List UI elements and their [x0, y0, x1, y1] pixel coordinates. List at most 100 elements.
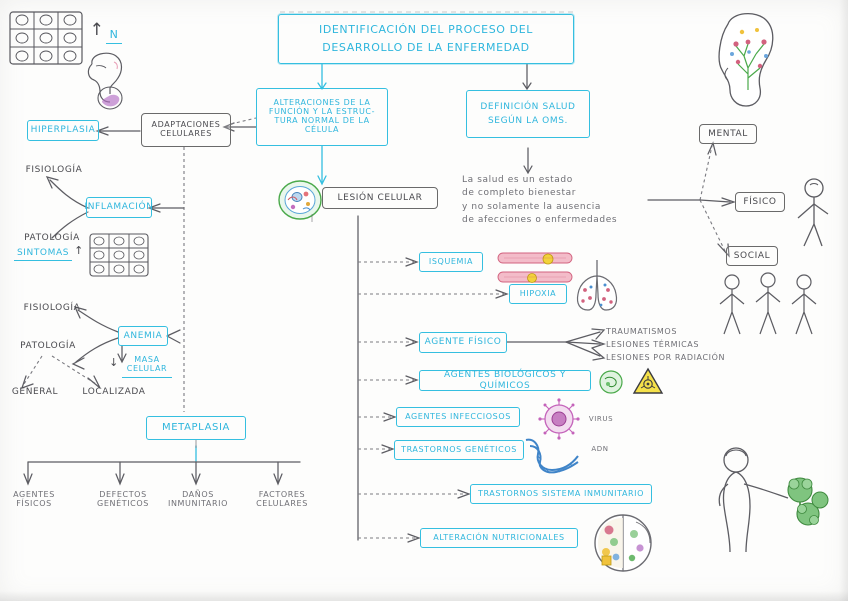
tissue-grid-cells-2-icon	[89, 233, 149, 277]
metaplasia-cause-1: DEFECTOS GENÉTICOS	[92, 487, 154, 513]
label-fisiologia-2: FISIOLOGÍA	[18, 301, 86, 315]
n-text: N	[109, 28, 119, 42]
paper-edge-right	[839, 0, 848, 601]
virus-text: VIRUS	[588, 415, 614, 424]
label-lesiones-termicas: LESIONES TÉRMICAS	[606, 339, 724, 352]
node-lesion-celular: LESIÓN CELULAR	[322, 187, 438, 209]
isquemia-label: ISQUEMIA	[428, 256, 474, 266]
alteracion-nutricional-label: ALTERACIÓN NUTRICIONALES	[433, 532, 565, 542]
adaptaciones-line-2: CELULARES	[160, 129, 212, 138]
node-social: SOCIAL	[726, 246, 778, 266]
agente-fisico-label: AGENTE FÍSICO	[424, 337, 502, 348]
oms-text-line-2: de completo bienestar	[462, 188, 577, 199]
localizada-text: LOCALIZADA	[82, 386, 146, 397]
node-definicion-salud-oms: DEFINICIÓN SALUD SEGÚN LA OMS.	[466, 90, 590, 138]
sintomas-text: SINTOMAS	[16, 247, 70, 258]
metaplasia-label: METAPLASIA	[162, 422, 230, 434]
sintomas-up-arrow-icon: ↑	[74, 243, 84, 257]
patologia-2-text: PATOLOGÍA	[20, 340, 76, 351]
cell-nutrition-icon	[594, 514, 652, 572]
person-broccoli-icon	[718, 447, 829, 553]
trastornos-geneticos-label: TRASTORNOS GENÉTICOS	[401, 444, 517, 454]
metaplasia-cause-0: AGENTES FÍSICOS	[4, 487, 64, 513]
cause-2-line-2: INMUNITARIO	[168, 499, 228, 508]
cause-2-line-1: DAÑOS	[182, 490, 214, 500]
definicion-salud-line-1: DEFINICIÓN SALUD	[480, 101, 576, 112]
label-fisiologia-1: FISIOLOGÍA	[20, 163, 88, 177]
fisiologia-2-text: FISIOLOGÍA	[23, 302, 81, 313]
stick-figure-icon	[797, 178, 829, 247]
cell-organelles-icon	[278, 180, 322, 220]
label-n: N	[106, 28, 122, 44]
traumatismos-text: TRAUMATISMOS	[606, 327, 678, 337]
alteraciones-line-2: FUNCIÓN Y LA ESTRUC-	[268, 107, 376, 117]
node-trastornos-sistema-inmunitario: TRASTORNOS SISTEMA INMUNITARIO	[470, 484, 652, 504]
cause-3-line-2: CELULARES	[256, 499, 308, 508]
n-up-arrow-icon: ↑	[89, 20, 105, 41]
label-traumatismos: TRAUMATISMOS	[606, 326, 702, 339]
page-title: IDENTIFICACIÓN DEL PROCESO DEL DESARROLL…	[278, 14, 574, 64]
patologia-1-text: PATOLOGÍA	[24, 232, 80, 243]
masa-celular-down-arrow-icon: ↓	[109, 355, 119, 369]
stick-figure-group-icon	[719, 272, 817, 335]
node-hipoxia: HIPOXIA	[509, 284, 567, 304]
lesiones-radiacion-text: LESIONES POR RADIACIÓN	[606, 353, 726, 363]
trastornos-inmunitario-label: TRASTORNOS SISTEMA INMUNITARIO	[477, 488, 645, 498]
node-metaplasia: METAPLASIA	[146, 416, 246, 440]
cause-3-line-1: FACTORES	[258, 490, 306, 500]
mental-label: MENTAL	[708, 128, 748, 139]
masa-celular-line-1: MASA	[134, 354, 160, 364]
label-general: GENERAL	[6, 385, 64, 399]
adaptaciones-line-1: ADAPTACIONES	[151, 120, 221, 130]
tissue-grid-cells-icon	[9, 11, 83, 65]
biohazard-sign-icon	[632, 367, 664, 394]
masa-celular-line-2: CELULAR	[126, 363, 168, 373]
lungs-icon	[576, 260, 618, 311]
adn-text: ADN	[591, 445, 609, 454]
node-alteraciones-funcion-estructura: ALTERACIONES DE LA FUNCIÓN Y LA ESTRUC- …	[256, 88, 388, 146]
label-patologia-2: PATOLOGÍA	[14, 339, 82, 353]
label-virus: VIRUS	[586, 414, 616, 426]
cause-0-line-1: AGENTES	[13, 490, 55, 500]
agentes-bioquim-label: AGENTES BIOLÓGICOS Y QUÍMICOS	[444, 370, 566, 391]
node-alteracion-nutricionales: ALTERACIÓN NUTRICIONALES	[420, 528, 578, 548]
lesiones-termicas-text: LESIONES TÉRMICAS	[606, 340, 700, 350]
head-neck-figure-icon	[87, 52, 123, 110]
head-neurons-icon	[718, 13, 774, 107]
label-adn: ADN	[587, 444, 613, 456]
label-patologia-1: PATOLOGÍA	[18, 231, 86, 245]
alteraciones-line-1: ALTERACIONES DE LA	[273, 98, 371, 108]
node-agentes-infecciosos: AGENTES INFECCIOSOS	[396, 407, 520, 427]
hipoxia-label: HIPOXIA	[519, 288, 557, 298]
node-agentes-biologicos-quimicos: AGENTES BIOLÓGICOS Y QUÍMICOS	[419, 370, 591, 391]
label-localizada: LOCALIZADA	[78, 385, 150, 399]
metaplasia-cause-2: DAÑOS INMUNITARIO	[164, 487, 232, 513]
node-fisico: FÍSICO	[735, 192, 785, 212]
cause-0-line-2: FÍSICOS	[16, 499, 52, 508]
hiperplasia-label: HIPERPLASIA	[30, 125, 96, 136]
bacteria-cell-icon	[599, 370, 623, 394]
node-isquemia: ISQUEMIA	[419, 252, 483, 272]
oms-text-line-4: de afecciones o enfermedades	[462, 214, 618, 225]
node-anemia: ANEMIA	[118, 326, 168, 346]
agentes-infecciosos-label: AGENTES INFECCIOSOS	[405, 411, 511, 421]
metaplasia-cause-3: FACTORES CELULARES	[248, 487, 316, 513]
cause-1-line-2: GENÉTICOS	[97, 499, 149, 508]
paper-edge-bottom	[0, 591, 848, 601]
alteraciones-line-3: TURA NORMAL DE LA	[274, 116, 370, 125]
node-inflamacion: INFLAMACIÓN	[84, 197, 154, 218]
oms-text-line-1: La salud es un estado	[462, 175, 573, 186]
label-sintomas: SINTOMAS	[14, 246, 72, 261]
node-masa-celular: MASA CELULAR	[122, 352, 172, 378]
inflamacion-label: INFLAMACIÓN	[84, 202, 154, 213]
lesion-celular-label: LESIÓN CELULAR	[337, 192, 423, 203]
dna-helix-icon	[525, 438, 579, 474]
fisiologia-1-text: FISIOLOGÍA	[25, 164, 83, 175]
blood-vessel-plaque-icon	[497, 252, 573, 283]
node-hiperplasia: HIPERPLASIA	[27, 120, 99, 141]
alteraciones-line-4: CÉLULA	[304, 124, 340, 134]
label-lesiones-radiacion: LESIONES POR RADIACIÓN	[606, 352, 742, 365]
node-adaptaciones-celulares: ADAPTACIONES CELULARES	[141, 113, 231, 147]
